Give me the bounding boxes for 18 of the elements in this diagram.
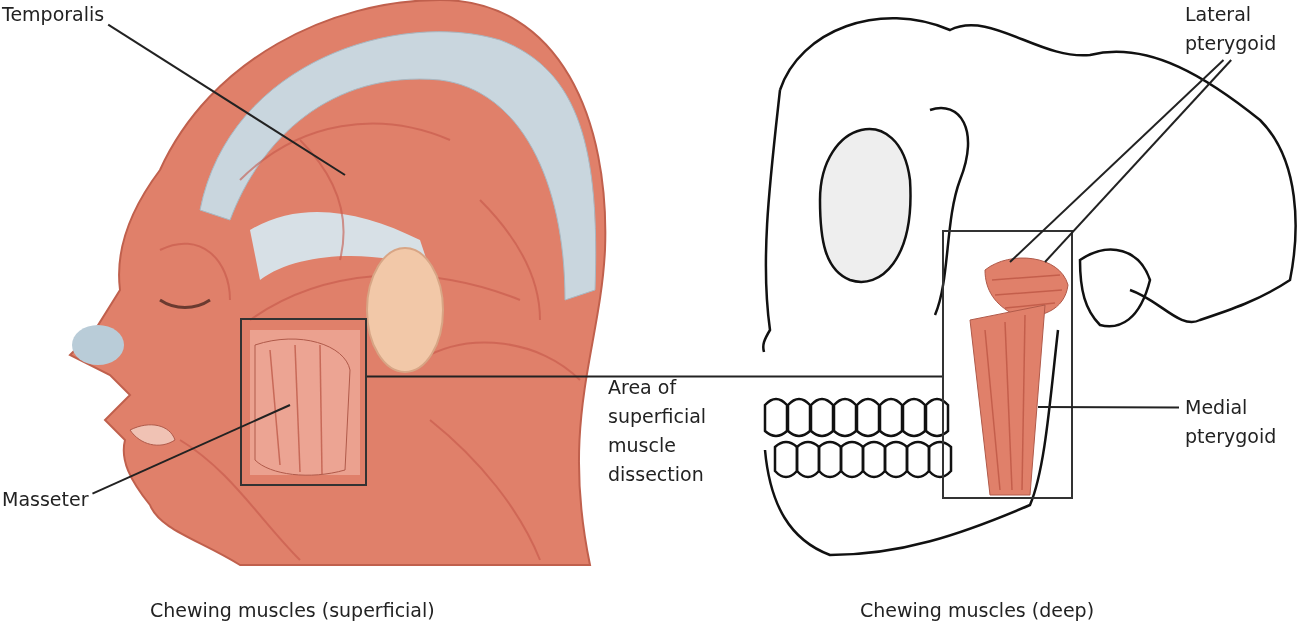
masseter-drawing	[254, 338, 351, 476]
muscle-label: Medial pterygoid	[1185, 393, 1295, 451]
leader-line	[366, 375, 603, 378]
leader-line	[601, 375, 943, 378]
panel-caption: Chewing muscles (deep)	[860, 598, 1095, 623]
leader-line	[1009, 59, 1225, 263]
leader-line	[1037, 406, 1180, 409]
dissection-frame	[942, 230, 1073, 499]
muscle-label: Masseter	[2, 485, 89, 514]
muscle-label: Temporalis	[2, 0, 105, 29]
leader-line	[107, 23, 346, 176]
muscle-label: Lateral pterygoid	[1185, 0, 1295, 58]
leader-line	[91, 404, 291, 495]
leader-line	[1044, 59, 1233, 263]
panel-caption: Chewing muscles (superficial)	[150, 598, 435, 623]
lateral-pterygoid-drawing	[984, 257, 1069, 317]
dissection-frame	[240, 318, 367, 486]
callout-label: Area of superficial muscle dissection	[608, 373, 738, 489]
